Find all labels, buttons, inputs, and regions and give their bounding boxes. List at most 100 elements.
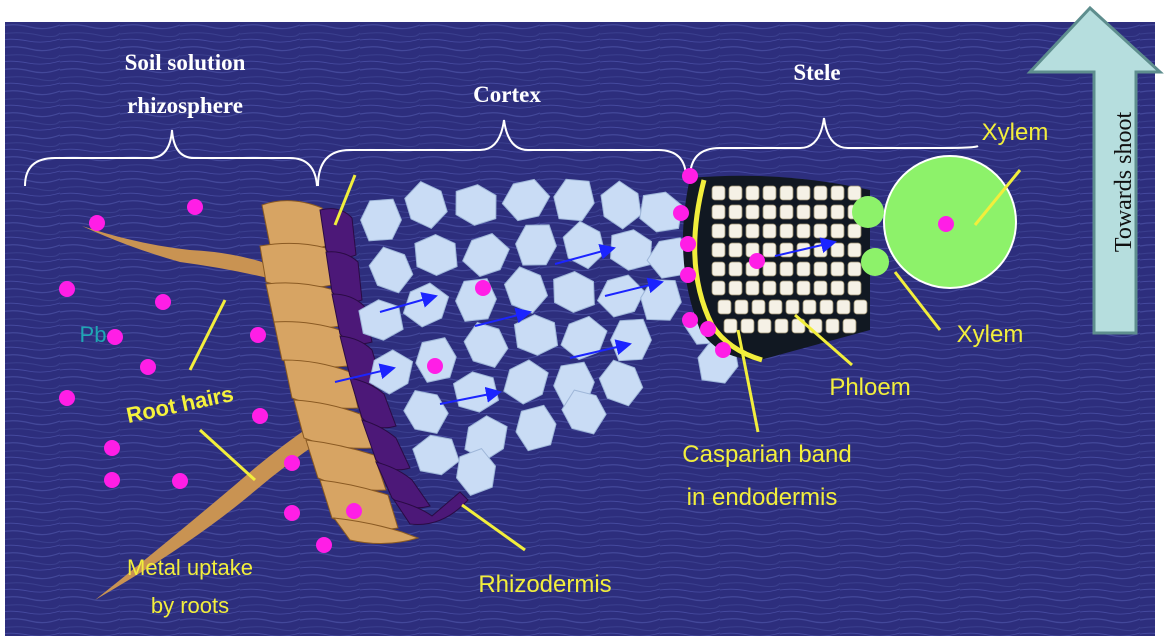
stele-cell xyxy=(831,186,844,200)
label-rhizodermis: Rhizodermis xyxy=(478,571,611,598)
label-pb: Pb xyxy=(80,322,107,347)
stele-cell xyxy=(803,300,816,314)
stele-cell xyxy=(763,186,776,200)
stele-cell xyxy=(848,243,861,257)
stele-cell xyxy=(780,224,793,238)
stele-cell xyxy=(797,281,810,295)
label-xylem-top: Xylem xyxy=(982,119,1049,146)
label-xylem-bottom: Xylem xyxy=(957,321,1024,348)
metal-ion-dot xyxy=(680,236,696,252)
stele-cell xyxy=(820,300,833,314)
stele-cell xyxy=(758,319,771,333)
metal-ion-dot xyxy=(680,267,696,283)
stele-cell xyxy=(814,186,827,200)
metal-ion-dot xyxy=(682,168,698,184)
metal-ion-dot xyxy=(140,359,156,375)
metal-ion-dot xyxy=(59,281,75,297)
stele-cell xyxy=(797,224,810,238)
stele-cell xyxy=(814,205,827,219)
stele-cell xyxy=(831,224,844,238)
metal-ion-dot xyxy=(673,205,689,221)
stele-cell xyxy=(831,205,844,219)
stele-cell xyxy=(848,281,861,295)
stele-cell xyxy=(746,224,759,238)
stele-cell xyxy=(712,186,725,200)
small-xylem-vessel-2 xyxy=(861,248,889,276)
metal-ion-dot xyxy=(250,327,266,343)
stele-cell xyxy=(763,262,776,276)
stele-cell xyxy=(769,300,782,314)
stele-cell xyxy=(763,281,776,295)
label-towards-shoot: Towards shoot xyxy=(1111,112,1137,253)
metal-ion-dot xyxy=(427,358,443,374)
stele-cell xyxy=(746,205,759,219)
label-stele: Stele xyxy=(793,60,840,85)
stele-cell xyxy=(712,281,725,295)
metal-ion-dot xyxy=(172,473,188,489)
stele-cell xyxy=(746,281,759,295)
metal-ion-dot xyxy=(104,472,120,488)
stele-cell xyxy=(735,300,748,314)
stele-cell xyxy=(780,186,793,200)
small-xylem-vessel-1 xyxy=(852,196,884,228)
stele-cell xyxy=(763,243,776,257)
stele-cell xyxy=(729,281,742,295)
stele-cell xyxy=(826,319,839,333)
metal-ion-dot xyxy=(346,503,362,519)
stele-cell xyxy=(729,262,742,276)
metal-ion-dot xyxy=(700,321,716,337)
label-metal-line2: by roots xyxy=(151,593,229,618)
stele-cell xyxy=(763,205,776,219)
metal-ion-dot xyxy=(155,294,171,310)
label-soil-line2: rhizosphere xyxy=(127,93,243,118)
stele-cell xyxy=(831,262,844,276)
stele-cell xyxy=(848,186,861,200)
metal-ion-dot xyxy=(316,537,332,553)
metal-ion-dot xyxy=(715,342,731,358)
stele-cell xyxy=(741,319,754,333)
stele-cell xyxy=(712,224,725,238)
label-cortex: Cortex xyxy=(473,82,541,107)
label-casparian-line1: Casparian band xyxy=(682,441,851,468)
stele-cell xyxy=(848,262,861,276)
stele-cell xyxy=(780,281,793,295)
stele-cell xyxy=(775,319,788,333)
stele-cell xyxy=(814,262,827,276)
stele-cell xyxy=(746,186,759,200)
stele-cell xyxy=(718,300,731,314)
stele-cell xyxy=(780,205,793,219)
stele-cell xyxy=(763,224,776,238)
stele-cell xyxy=(797,186,810,200)
stele-cell xyxy=(837,300,850,314)
stele-cell xyxy=(854,300,867,314)
metal-ion-dot xyxy=(107,329,123,345)
metal-ion-dot xyxy=(59,390,75,406)
metal-ion-dot xyxy=(187,199,203,215)
stele-cell xyxy=(814,281,827,295)
metal-ion-dot xyxy=(284,455,300,471)
stele-cell xyxy=(843,319,856,333)
metal-ion-dot xyxy=(104,440,120,456)
stele-cell xyxy=(724,319,737,333)
stele-cell xyxy=(797,262,810,276)
stele-cell xyxy=(786,300,799,314)
stele-cell xyxy=(831,243,844,257)
stele-cell xyxy=(797,205,810,219)
metal-ion-dot xyxy=(682,312,698,328)
stele-cell xyxy=(848,224,861,238)
stele-cell xyxy=(729,224,742,238)
stele-cell xyxy=(814,224,827,238)
stele-cell xyxy=(712,243,725,257)
label-phloem: Phloem xyxy=(829,374,910,401)
metal-ion-dot xyxy=(749,253,765,269)
stele-cell xyxy=(729,186,742,200)
stele-cell xyxy=(729,243,742,257)
stele-cell xyxy=(729,205,742,219)
stele-cell xyxy=(831,281,844,295)
metal-ion-dot xyxy=(252,408,268,424)
label-metal-line1: Metal uptake xyxy=(127,555,253,580)
metal-ion-dot xyxy=(475,280,491,296)
stele-cell xyxy=(780,262,793,276)
stele-cell xyxy=(712,205,725,219)
stele-cell xyxy=(712,262,725,276)
